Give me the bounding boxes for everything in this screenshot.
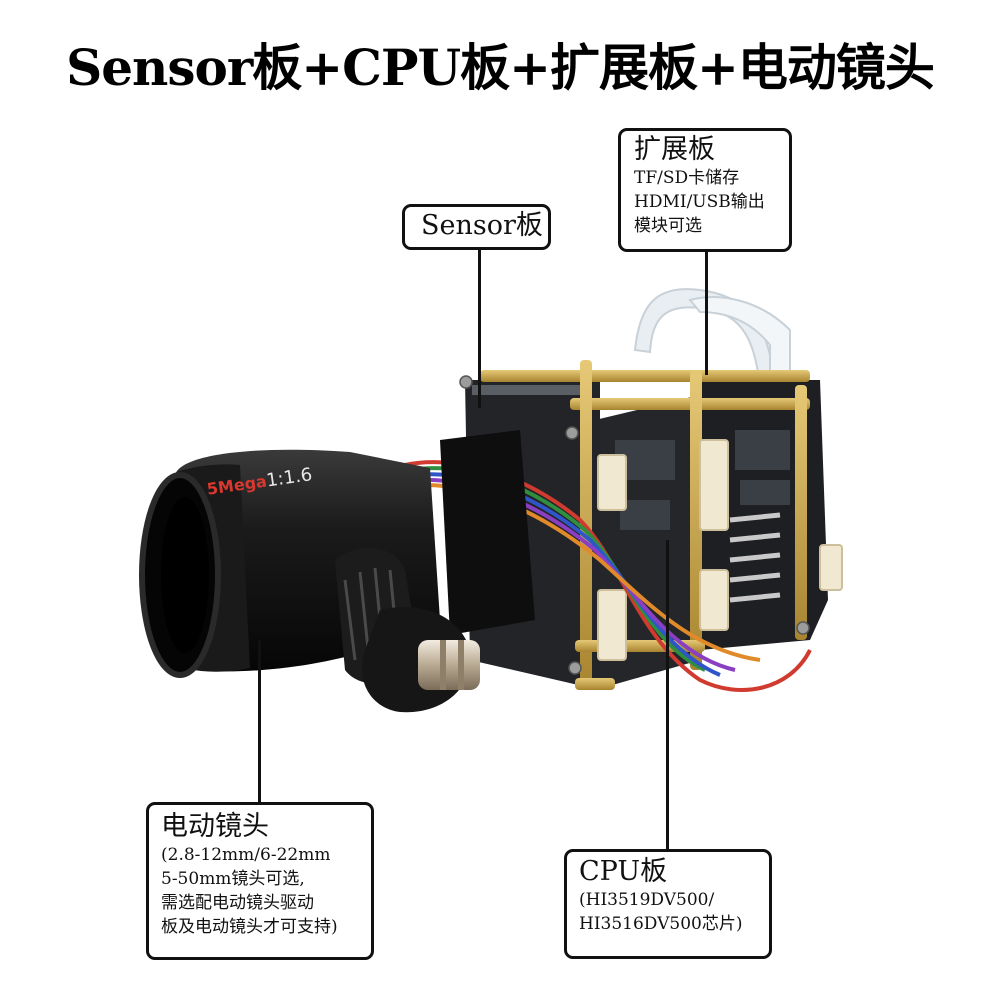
sensor-leader-line (478, 250, 481, 408)
cpu-leader-line (666, 540, 669, 849)
callout-lens-line: 5-50mm镜头可选, (161, 869, 305, 889)
callout-lens-title: 电动镜头 (161, 811, 269, 842)
callout-sensor-title: Sensor板 (421, 210, 543, 241)
callout-cpu-title: CPU板 (579, 856, 668, 887)
lens-leader-line (258, 640, 261, 802)
callout-sensor-board: Sensor板 (402, 204, 551, 250)
callout-cpu-board: CPU板 (HI3519DV500/ HI3516DV500芯片) (564, 849, 772, 959)
callout-extension-line: TF/SD卡储存 (634, 168, 740, 188)
callout-extension-board: 扩展板 TF/SD卡储存 HDMI/USB输出 模块可选 (618, 128, 792, 252)
callout-extension-line: 模块可选 (634, 216, 702, 236)
zoom-lens: 5Mega 1:1.6 (139, 430, 535, 713)
callout-extension-title: 扩展板 (634, 134, 715, 165)
callout-cpu-line: (HI3519DV500/ (579, 890, 715, 910)
page-title: Sensor板+CPU板+扩展板+电动镜头 (66, 38, 935, 97)
callout-extension-line: HDMI/USB输出 (634, 192, 765, 212)
callout-lens-line: 需选配电动镜头驱动 (161, 893, 314, 913)
callout-cpu-line: HI3516DV500芯片) (579, 914, 743, 934)
callout-electric-lens: 电动镜头 (2.8-12mm/6-22mm 5-50mm镜头可选, 需选配电动镜… (146, 802, 374, 960)
callout-lens-line: 板及电动镜头才可支持) (161, 917, 338, 937)
extension-leader-line (705, 252, 708, 375)
callout-lens-line: (2.8-12mm/6-22mm (161, 845, 331, 865)
